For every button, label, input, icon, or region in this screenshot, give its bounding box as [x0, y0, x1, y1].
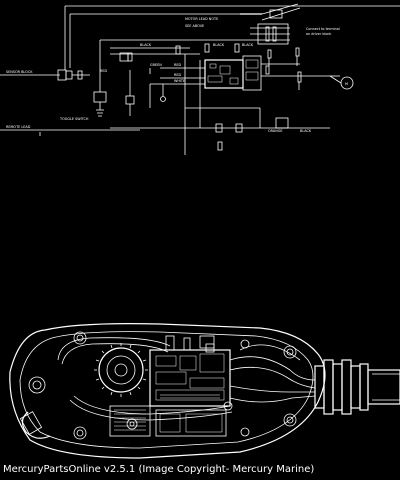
top-connector [269, 9, 283, 19]
toggle-switch-label: TOGGLE SWITCH [59, 117, 89, 121]
motor-label: M [345, 82, 348, 86]
drive-gear [98, 347, 144, 393]
wiring-schematic: MOTOR LEAD NOTE SEE ABOVE Connect to ter… [0, 3, 400, 155]
red-label-1: RED [174, 63, 181, 67]
black-label-3: BLACK [242, 43, 254, 47]
heatsink [109, 405, 151, 437]
black-label-1: BLACK [140, 43, 152, 47]
sensor-block-label: SENSOR BLOCK [6, 70, 33, 74]
shaft-boot [314, 359, 400, 415]
motor-housing-cutaway [9, 323, 400, 459]
black-label-4: BLACK [300, 129, 312, 133]
note-line-1: MOTOR LEAD NOTE [185, 17, 218, 21]
toggle-switch [93, 91, 107, 103]
red-label-2: RED [174, 73, 181, 77]
plug-body [257, 23, 289, 45]
white-label: WHITE [174, 79, 185, 83]
green-label: GREEN [150, 63, 162, 67]
mount-hole-bottom-left [73, 426, 87, 440]
gear-teeth [94, 343, 148, 397]
connector-bottom-right [275, 117, 289, 129]
black-label-2: BLACK [213, 43, 225, 47]
left-cable-plug [19, 411, 43, 435]
orange-label: ORANGE [268, 129, 283, 133]
note-line-2: SEE ABOVE [185, 24, 204, 28]
connect-label-2: on driver block [306, 32, 331, 36]
housing-outline [9, 323, 326, 459]
mount-hole-left [28, 376, 46, 394]
connect-label: Connect to terminal [306, 27, 340, 31]
relay-block [242, 55, 262, 91]
remote-lead-label: REMOTE LEAD [6, 125, 31, 129]
red-label-3: RED [100, 69, 107, 73]
image-caption: MercuryPartsOnline v2.5.1 (Image Copyrig… [3, 464, 315, 475]
